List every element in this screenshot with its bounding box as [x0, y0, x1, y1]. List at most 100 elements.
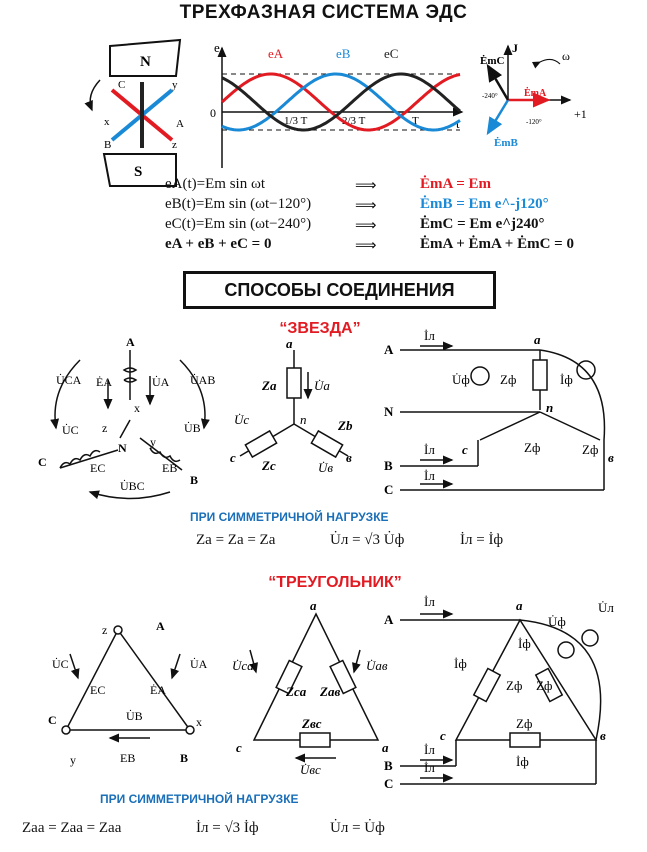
svg-text:EB: EB [120, 751, 135, 765]
page-title: ТРЕХФАЗНАЯ СИСТЕМА ЭДС [179, 2, 468, 23]
svg-text:U̇C: U̇C [62, 423, 79, 437]
coil-label-y: y [172, 79, 178, 91]
svg-text:U̇A: U̇A [190, 657, 208, 671]
svg-text:ĖA: ĖA [96, 375, 112, 389]
origin-label: 0 [210, 106, 216, 120]
star-load-labels: a Za U̇a n U̇c Zb Zc U̇в c в [230, 336, 353, 475]
svg-text:U̇A: U̇A [152, 375, 170, 389]
svg-text:Zф: Zф [516, 716, 532, 731]
series-line-eb [221, 72, 461, 132]
star-title: “ЗВЕЗДА” [279, 320, 361, 337]
svg-text:Zвc: Zвc [301, 716, 322, 731]
svg-text:a: a [286, 336, 293, 351]
eq-right-b: ĖmB = Em e^-j120° [420, 196, 549, 212]
coil-label-z: z [172, 139, 177, 151]
pole-n [109, 38, 182, 77]
svg-text:c: c [440, 728, 446, 743]
svg-text:İф: İф [560, 372, 573, 387]
phasor-emb [486, 99, 510, 136]
coil-label-x: x [104, 116, 110, 128]
eq-arrow: ⟹ [355, 178, 377, 194]
delta-eq-u: U̇л = U̇ф [330, 820, 385, 836]
svg-text:EC: EC [90, 461, 105, 475]
eq-arrow: ⟹ [355, 198, 377, 214]
star-generator-labels: A ĖA U̇A U̇CA U̇AB U̇C U̇B EC EB U̇BC N … [38, 335, 215, 493]
eq-arrow: ⟹ [355, 218, 377, 234]
svg-text:İл: İл [424, 328, 435, 343]
series-line-ec [221, 72, 461, 132]
star-eq-u: U̇л = √3 U̇ф [330, 532, 405, 548]
svg-text:c: c [230, 450, 236, 465]
waveform-chart: e t 0 1/3 T 2/3 T T eA eB eC [210, 40, 464, 168]
svg-text:N: N [384, 404, 394, 419]
rotation-arrow [84, 79, 101, 112]
svg-text:Zaв: Zaв [319, 684, 340, 699]
svg-text:B: B [190, 473, 198, 487]
phasor-emc [486, 63, 510, 101]
svg-text:a: a [516, 598, 523, 613]
svg-text:A: A [384, 342, 394, 357]
svg-text:İф: İф [516, 754, 529, 769]
tick-t: T [412, 115, 419, 127]
delta-circuit [400, 609, 602, 785]
j-label: J [512, 41, 518, 55]
svg-text:U̇c: U̇c [234, 412, 249, 427]
phasor-diagram: ω J +1 ĖmC ĖmA ĖmB -240° -120° [480, 41, 587, 149]
svg-text:U̇ca: U̇ca [232, 658, 254, 673]
angle-120: -120° [526, 118, 542, 126]
eq-left-c: eC(t)=Em sin (ωt−240°) [165, 216, 312, 232]
svg-text:y: y [70, 753, 76, 767]
svg-text:U̇C: U̇C [52, 657, 69, 671]
svg-text:İл: İл [424, 742, 435, 757]
svg-text:İф: İф [518, 636, 531, 651]
svg-text:U̇AB: U̇AB [190, 373, 215, 387]
series-ea-label: eA [268, 46, 284, 61]
top-diagrams: N S C y x A B z e t 0 1/3 T 2/3 T T eA e… [84, 38, 587, 187]
svg-text:EB: EB [162, 461, 177, 475]
pole-s [102, 153, 177, 187]
svg-text:n: n [300, 412, 307, 427]
eq-left-b: eB(t)=Em sin (ωt−120°) [165, 196, 312, 212]
svg-text:A: A [384, 612, 394, 627]
svg-text:B: B [384, 458, 393, 473]
eq-right-c: ĖmC = Em e^j240° [420, 216, 545, 232]
svg-text:U̇л: U̇л [598, 600, 614, 615]
svg-text:Zф: Zф [582, 442, 598, 457]
svg-text:İл: İл [424, 442, 435, 457]
svg-text:U̇CA: U̇CA [56, 373, 82, 387]
coil-label-b: B [104, 139, 111, 151]
axis-t-label: t [456, 116, 460, 131]
delta-eq-z: Zaa = Zaa = Zaa [22, 820, 122, 836]
svg-text:c: c [462, 442, 468, 457]
star-eq-z: Za = Za = Za [196, 532, 276, 548]
delta-generator-labels: A z U̇C EC ĖA U̇A C x U̇B y EB B [48, 619, 208, 767]
svg-text:U̇ф: U̇ф [452, 372, 470, 387]
svg-text:İф: İф [454, 656, 467, 671]
emc-label: ĖmC [480, 55, 505, 67]
eq-left-sum: eA + eB + eC = 0 [165, 236, 272, 252]
svg-text:Za: Za [261, 378, 277, 393]
equations-block: eA(t)=Em sin ωt ⟹ ĖmA = Em eB(t)=Em sin … [165, 176, 645, 256]
svg-text:U̇a: U̇a [314, 378, 330, 393]
ema-label: ĖmA [524, 87, 547, 99]
delta-circuit-labels: A B C İл İл İл a c в U̇л U̇ф İф İф Zф Zф… [384, 594, 614, 790]
svg-text:a: a [310, 598, 317, 613]
tick-third: 1/3 T [284, 115, 308, 127]
delta-load [249, 612, 380, 763]
svg-text:Zф: Zф [536, 678, 552, 693]
svg-text:n: n [546, 400, 553, 415]
svg-text:C: C [48, 713, 57, 727]
svg-text:U̇BC: U̇BC [120, 479, 145, 493]
real-label: +1 [574, 107, 587, 121]
svg-text:A: A [156, 619, 165, 633]
generator-diagram: N S C y x A B z [84, 38, 184, 187]
emb-label: ĖmB [494, 137, 519, 149]
svg-text:x: x [196, 715, 202, 729]
svg-text:Zb: Zb [337, 418, 353, 433]
svg-text:в: в [600, 728, 606, 743]
svg-text:в: в [608, 450, 614, 465]
svg-text:İл: İл [424, 468, 435, 483]
coil-label-c: C [118, 79, 125, 91]
svg-text:Zф: Zф [524, 440, 540, 455]
svg-text:Zca: Zca [285, 684, 307, 699]
